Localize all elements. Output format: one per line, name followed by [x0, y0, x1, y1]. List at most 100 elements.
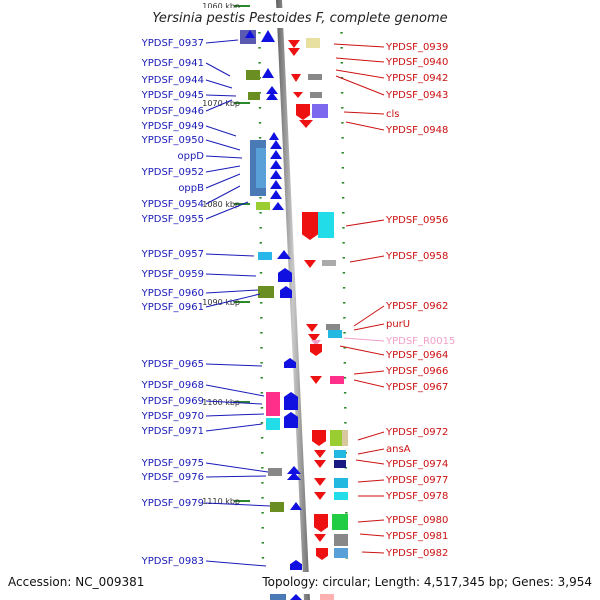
tick-mark [341, 152, 344, 154]
gene-block [266, 392, 280, 416]
tick-mark [261, 542, 265, 544]
tick-mark [261, 557, 265, 559]
tick-mark [260, 332, 263, 334]
footer-background [0, 572, 600, 594]
reverse-gene [302, 212, 318, 240]
gene-block [332, 514, 348, 530]
tick-mark [259, 227, 262, 229]
gene-block [326, 324, 340, 330]
gene-label-left: YPDSF_0976 [141, 472, 204, 483]
forward-arrow [270, 150, 282, 159]
tick-mark [260, 422, 264, 424]
tick-mark [342, 287, 346, 289]
leader-line [205, 125, 237, 137]
tick-mark [259, 242, 263, 244]
gene-label-left: YPDSF_0979 [141, 498, 204, 509]
gene-label-left: YPDSF_0959 [141, 269, 204, 280]
tick-mark [341, 182, 345, 184]
gene-block [334, 548, 348, 558]
reverse-gene [310, 344, 322, 356]
tick-mark [341, 122, 344, 124]
leader-line [205, 502, 271, 507]
tick-mark [260, 347, 263, 349]
gene-label-right: YPDSF_0964 [385, 350, 448, 361]
gene-label-right: YPDSF_0982 [385, 548, 448, 559]
forward-arrow [270, 160, 282, 169]
tick-mark [341, 107, 344, 109]
gene-label-right: YPDSF_0980 [385, 515, 448, 526]
gene-block [266, 418, 280, 430]
leader-line [205, 293, 261, 308]
gene-block [342, 430, 348, 446]
leader-line [357, 479, 385, 483]
gene-label-right: YPDSF_0958 [385, 251, 448, 262]
tick-mark [340, 47, 343, 49]
forward-arrow [262, 68, 274, 78]
leader-line [357, 431, 385, 441]
scale-label: 1080 kbp [202, 200, 240, 209]
leader-line [205, 155, 243, 159]
tick-mark [260, 377, 263, 379]
genome-backbone [276, 0, 310, 600]
tick-mark [258, 137, 262, 139]
forward-arrow [270, 180, 282, 189]
reverse-arrow [304, 260, 316, 268]
reverse-arrow [310, 376, 322, 384]
scale-label: 1070 kbp [202, 99, 240, 108]
gene-block [268, 468, 282, 476]
tick-mark [342, 272, 346, 274]
tick-mark [260, 317, 263, 319]
gene-block [246, 70, 260, 80]
leader-line [353, 323, 385, 331]
reverse-gene [314, 514, 328, 532]
gene-block [308, 74, 322, 80]
tick-mark [342, 257, 345, 259]
tick-mark [341, 137, 344, 139]
tick-mark [259, 212, 262, 214]
gene-label-right: YPDSF_0943 [385, 90, 448, 101]
leader-line [361, 551, 385, 554]
leader-line [205, 39, 239, 44]
tick-mark [260, 362, 263, 364]
tick-mark [261, 497, 264, 499]
forward-arrow [270, 170, 282, 179]
reverse-arrow [288, 48, 300, 56]
gene-block [310, 92, 322, 98]
tick-mark [260, 407, 264, 409]
tick-mark [344, 422, 347, 424]
leader-line [205, 94, 237, 97]
forward-arrow [266, 86, 278, 94]
reverse-gene [296, 104, 310, 120]
tick-mark [340, 77, 344, 79]
gene-label-left: YPDSF_0971 [141, 426, 204, 437]
leader-line [205, 185, 241, 205]
forward-gene [278, 268, 292, 282]
leader-line [205, 423, 263, 432]
forward-arrow [287, 472, 301, 480]
reverse-arrow [288, 40, 300, 48]
tick-mark [260, 392, 264, 394]
reverse-gene [316, 548, 328, 560]
forward-arrow [277, 250, 291, 259]
tick-mark [260, 437, 264, 439]
gene-block [312, 104, 328, 118]
tick-mark [261, 452, 264, 454]
gene-block [270, 502, 284, 512]
scale-label: 1100 kbp [202, 398, 240, 407]
forward-arrow [270, 140, 282, 149]
forward-gene [284, 412, 298, 428]
leader-line [339, 345, 385, 356]
leader-line [205, 413, 265, 417]
forward-arrow [261, 30, 275, 42]
leader-line [205, 139, 241, 151]
forward-arrow [290, 502, 302, 510]
leader-line [353, 305, 385, 327]
gene-label-left: oppD [177, 151, 204, 162]
gene-label-right: YPDSF_R0015 [385, 336, 455, 347]
gene-block [330, 430, 342, 446]
gene-label-left: YPDSF_0954 [141, 199, 204, 210]
forward-arrow [287, 466, 301, 474]
gene-label-right: ansA [386, 444, 411, 455]
gene-label-left: YPDSF_0941 [141, 58, 204, 69]
label-leader-lines [205, 39, 385, 567]
